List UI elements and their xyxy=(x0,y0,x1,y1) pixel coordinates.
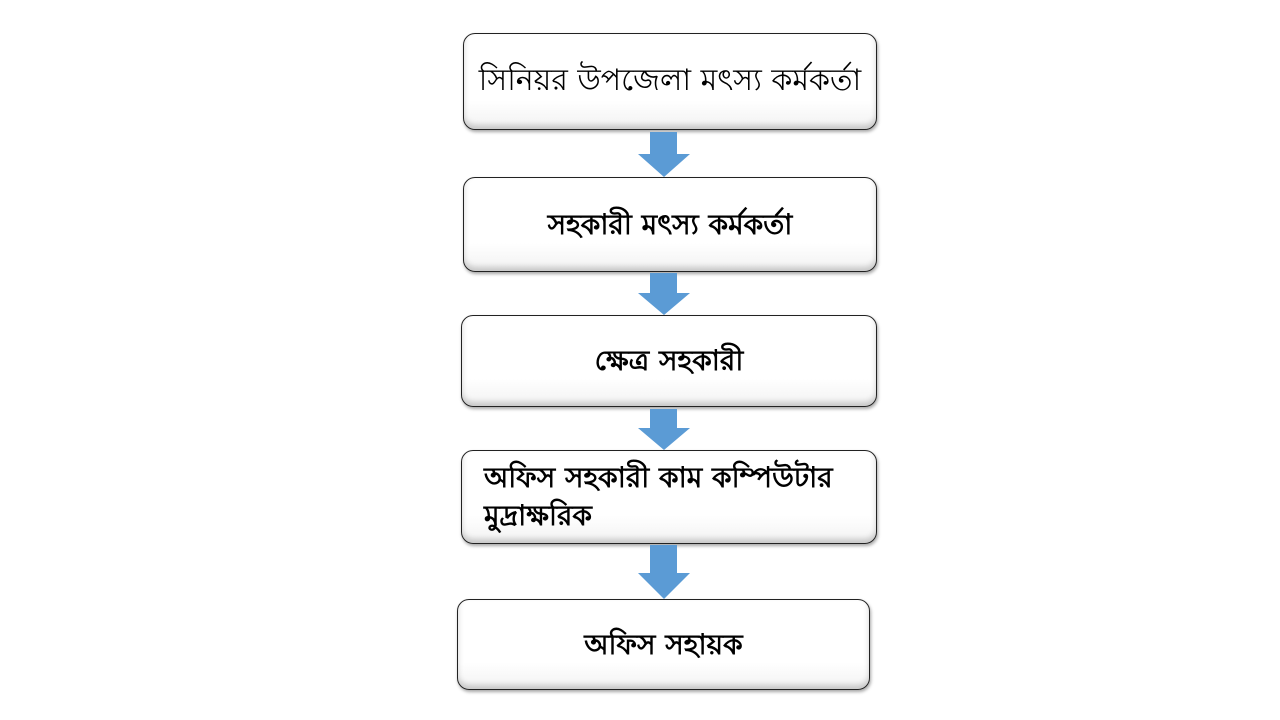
box-office-assistant-computer-typist: অফিস সহকারী কাম কম্পিউটার মুদ্রাক্ষরিক xyxy=(461,450,877,544)
box-office-helper: অফিস সহায়ক xyxy=(457,599,870,690)
down-arrow-icon xyxy=(638,545,690,599)
box-senior-upazila-fisheries-officer: সিনিয়র উপজেলা মৎস্য কর্মকর্তা xyxy=(463,33,877,130)
down-arrow-icon xyxy=(638,132,690,177)
box-label: ক্ষেত্র সহকারী xyxy=(594,344,744,378)
down-arrow-icon xyxy=(638,273,690,315)
box-label: অফিস সহায়ক xyxy=(584,627,743,661)
down-arrow-icon xyxy=(638,409,690,450)
box-label: সিনিয়র উপজেলা মৎস্য কর্মকর্তা xyxy=(478,63,862,99)
box-label: অফিস সহকারী কাম কম্পিউটার মুদ্রাক্ষরিক xyxy=(484,461,833,532)
box-label: সহকারী মৎস্য কর্মকর্তা xyxy=(547,207,793,241)
box-assistant-fisheries-officer: সহকারী মৎস্য কর্মকর্তা xyxy=(463,177,877,272)
box-field-assistant: ক্ষেত্র সহকারী xyxy=(461,315,877,407)
